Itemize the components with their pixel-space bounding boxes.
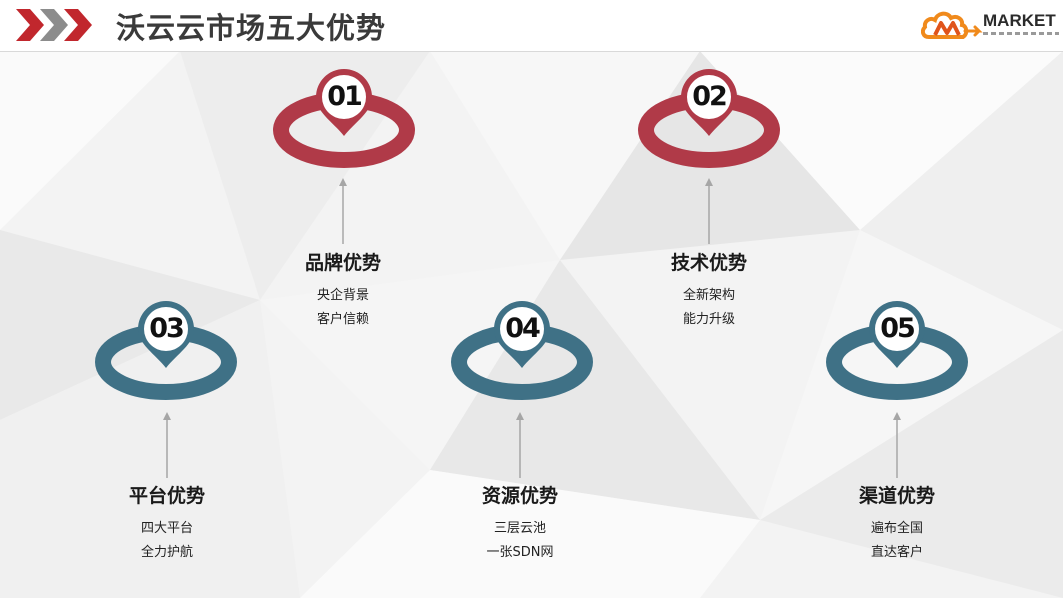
advantage-line: 遍布全国 <box>870 521 923 536</box>
advantage-line: 全新架构 <box>682 288 735 303</box>
advantage-line: 直达客户 <box>870 545 923 560</box>
arrow-up-icon <box>516 412 524 478</box>
marker-05: 05 <box>826 300 968 408</box>
chevron-arrows-icon <box>16 9 92 41</box>
advantage-title: 品牌优势 <box>304 252 381 274</box>
advantage-line: 客户信赖 <box>316 312 369 327</box>
logo-text: MARKET <box>983 11 1056 30</box>
arrow-up-icon <box>163 412 171 478</box>
marker-number: 02 <box>692 81 728 112</box>
marker-number: 05 <box>880 313 916 344</box>
arrow-up-icon <box>893 412 901 478</box>
logo-tagline-dots <box>983 32 1059 35</box>
marker-04: 04 <box>451 300 593 408</box>
location-pin-ring-icon <box>451 301 593 400</box>
arrow-up-icon <box>705 178 713 244</box>
location-pin-ring-icon <box>826 301 968 400</box>
location-pin-ring-icon <box>95 301 237 400</box>
advantage-line: 能力升级 <box>682 312 735 327</box>
marker-01: 01 <box>273 68 415 176</box>
location-pin-ring-icon <box>273 69 415 168</box>
cloud-logo-icon <box>921 11 983 39</box>
page-title: 沃云云市场五大优势 <box>116 11 387 45</box>
marker-number: 03 <box>149 313 185 344</box>
marker-03: 03 <box>95 300 237 408</box>
advantage-line: 一张SDN网 <box>486 545 554 560</box>
marker-number: 01 <box>327 81 363 112</box>
advantage-line: 三层云池 <box>493 521 546 536</box>
location-pin-ring-icon <box>638 69 780 168</box>
advantage-title: 资源优势 <box>481 485 558 507</box>
advantage-line: 四大平台 <box>140 521 193 536</box>
marker-02: 02 <box>638 68 780 176</box>
arrow-up-icon <box>339 178 347 244</box>
market-logo: MARKET <box>921 9 1059 43</box>
advantage-line: 央企背景 <box>316 288 369 303</box>
advantage-line: 全力护航 <box>140 545 193 560</box>
header-bar: 沃云云市场五大优势 MARKET <box>0 0 1063 52</box>
advantage-title: 平台优势 <box>128 485 205 507</box>
advantage-title: 技术优势 <box>670 252 747 274</box>
advantage-title: 渠道优势 <box>858 485 935 507</box>
marker-number: 04 <box>505 313 541 344</box>
